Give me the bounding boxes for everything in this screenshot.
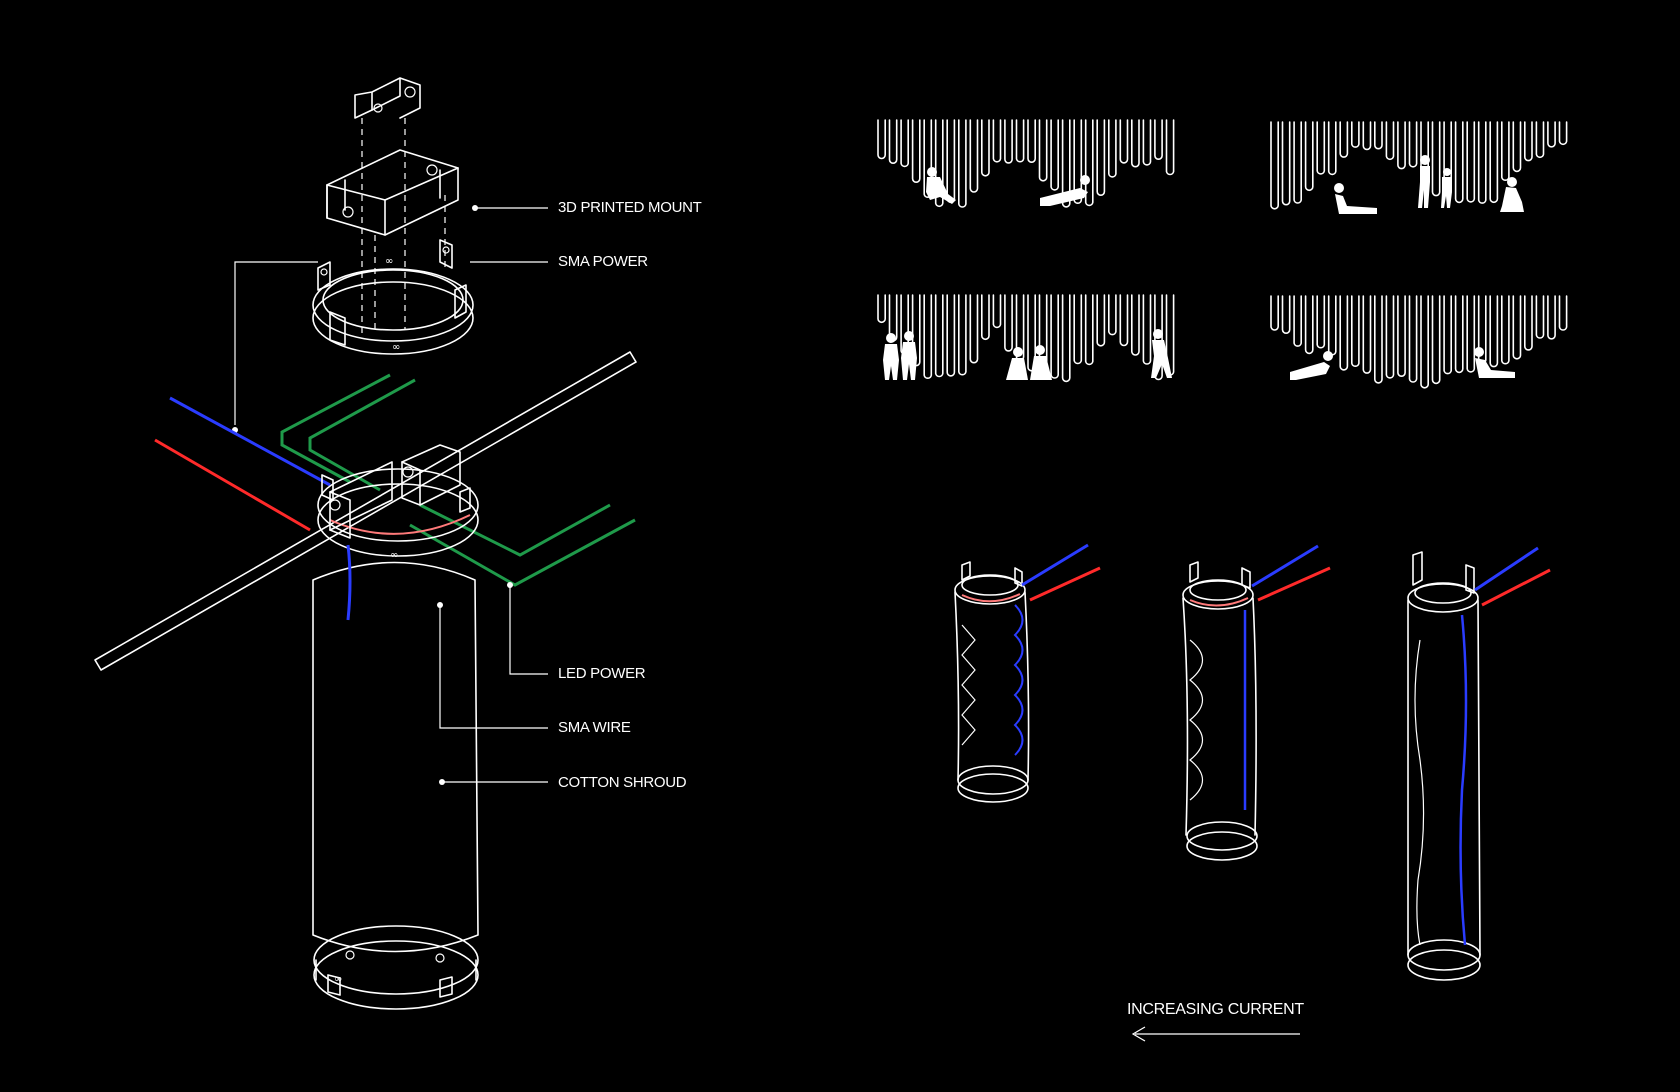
svg-text:∞: ∞ bbox=[390, 550, 398, 561]
label-led-power: LED POWER bbox=[558, 665, 646, 682]
canopy-strips bbox=[1270, 121, 1568, 210]
svg-text:∞: ∞ bbox=[334, 974, 342, 985]
top-mount-part bbox=[326, 77, 459, 335]
svg-text:∞: ∞ bbox=[392, 342, 400, 353]
label-leaders bbox=[437, 205, 548, 785]
cylinder-state-1 bbox=[954, 543, 1101, 803]
led-green-wire-1 bbox=[280, 373, 391, 484]
people-silhouettes bbox=[883, 155, 1524, 380]
sma-power-ring: ∞ ∞ bbox=[312, 239, 474, 355]
cotton-shroud-cylinder: ∞ bbox=[312, 544, 479, 1010]
cylinder-state-2 bbox=[1182, 544, 1331, 861]
canopy-strips bbox=[877, 119, 1175, 208]
increasing-current-arrow bbox=[1131, 1026, 1300, 1042]
svg-text:∞: ∞ bbox=[385, 256, 393, 267]
label-increasing-current: INCREASING CURRENT bbox=[1127, 1001, 1304, 1018]
led-green-wire-2 bbox=[308, 378, 416, 492]
cylinder-state-3 bbox=[1407, 546, 1551, 981]
sma-power-blue-wire bbox=[169, 396, 331, 487]
label-3d-printed-mount: 3D PRINTED MOUNT bbox=[558, 199, 702, 216]
wires bbox=[154, 373, 636, 587]
canopy-panel-1 bbox=[877, 119, 1175, 208]
label-sma-power: SMA POWER bbox=[558, 253, 648, 270]
canopy-panel-2 bbox=[1270, 121, 1568, 210]
led-green-wire-4 bbox=[409, 518, 636, 587]
clamp-assembly: ∞ bbox=[317, 444, 479, 561]
support-rod bbox=[94, 351, 637, 671]
sma-power-left-leader bbox=[234, 261, 318, 425]
return-red-wire bbox=[154, 438, 311, 532]
label-sma-wire: SMA WIRE bbox=[558, 719, 631, 736]
label-cotton-shroud: COTTON SHROUD bbox=[558, 774, 687, 791]
